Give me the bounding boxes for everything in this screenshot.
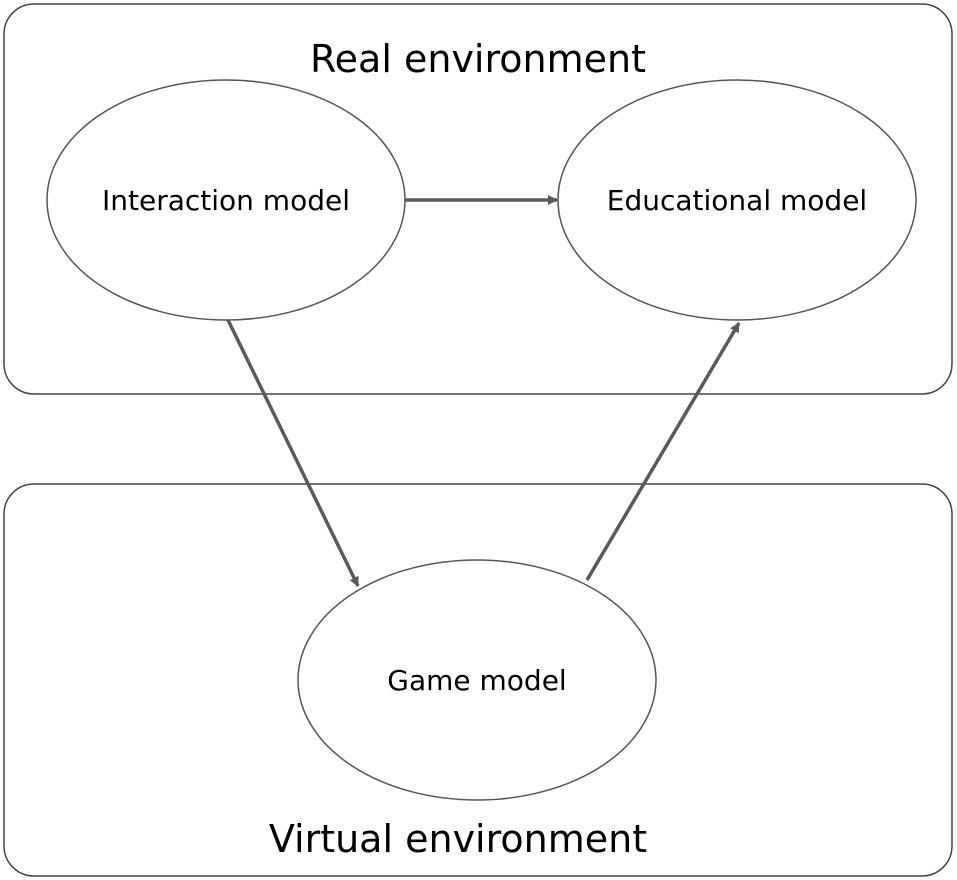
educational-model-label: Educational model [607,184,867,217]
arrow-interaction-to-game [226,319,360,587]
game-model-label: Game model [387,664,566,697]
game-model-node [297,559,657,801]
real-environment-title: Real environment [310,37,646,81]
real-environment-box [3,3,953,395]
interaction-model-label: Interaction model [102,184,350,217]
educational-model-node [557,79,917,321]
arrow-game-to-educational [585,322,741,581]
virtual-environment-title: Virtual environment [269,817,647,861]
virtual-environment-box [3,483,953,877]
